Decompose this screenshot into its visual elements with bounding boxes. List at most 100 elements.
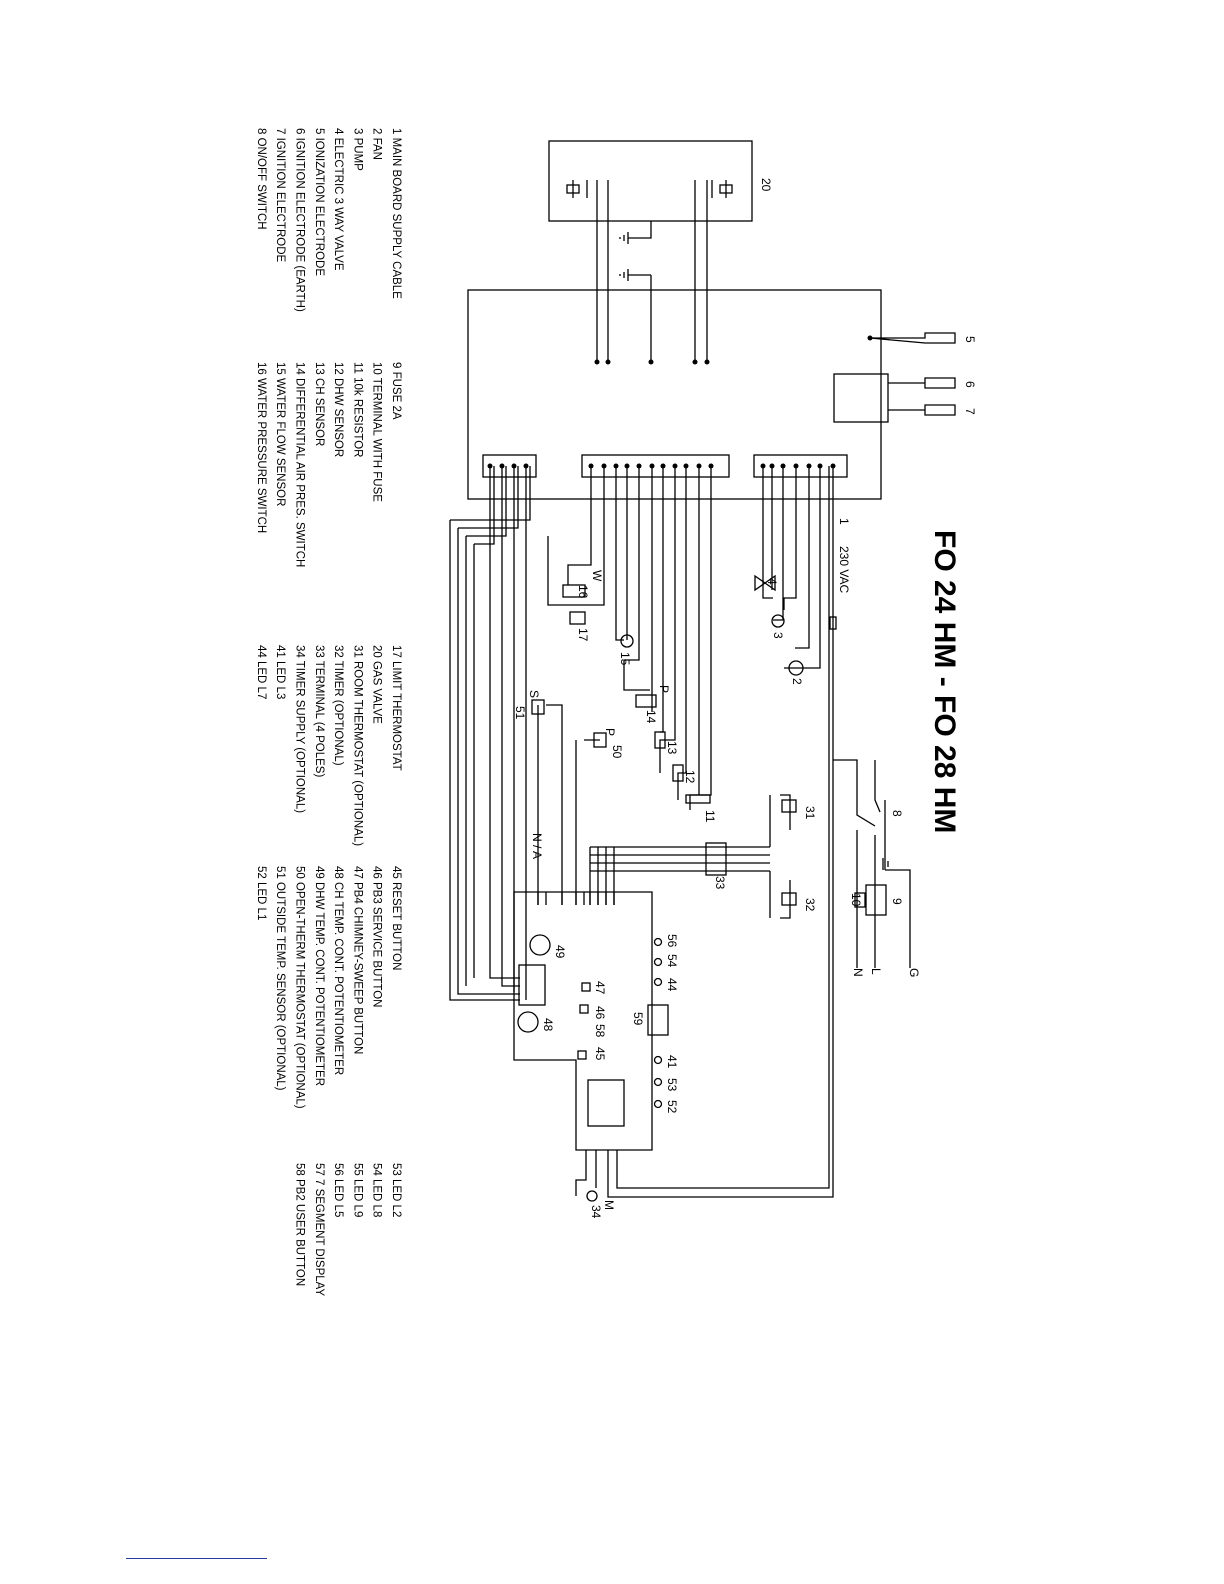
connector-blocks [482,454,848,478]
label-p14: P [657,685,671,693]
label-47: 47 [593,981,607,995]
label-31: 31 [803,806,817,820]
legend-item: 10 TERMINAL WITH FUSE [371,362,383,502]
diagram-title: FO 24 HM - FO 28 HM [928,530,961,833]
label-s51: S [527,690,541,698]
label-17: 17 [576,628,590,642]
legend-item: 53 LED L2 [390,1163,402,1217]
label-10: 10 [849,893,863,907]
legend-item: 52 LED L1 [255,866,267,920]
label-5: 5 [963,336,977,343]
label-w: W [590,570,604,582]
led-indicator [653,957,663,967]
legend-item: 13 CH SENSOR [313,362,325,446]
control-board: 49 48 47 46 58 45 59 56 54 44 41 53 52 M… [513,891,679,1219]
label-53: 53 [665,1078,679,1092]
legend-item: 48 CH TEMP. CONT. POTENTIOMETER [332,866,344,1075]
legend-item: 44 LED L7 [255,645,267,699]
legend-item: 3 PUMP [351,128,363,171]
label-41: 41 [665,1055,679,1069]
legend-item: 15 WATER FLOW SENSOR [274,362,286,506]
led-indicator [653,937,663,947]
legend-item: 32 TIMER (OPTIONAL) [332,645,344,766]
legend-item: 58 PB2 USER BUTTON [294,1163,306,1286]
legend-item: 57 7 SEGMENT DISPLAY [313,1163,325,1296]
label-14: 14 [644,710,658,724]
label-supply: 230 VAC [837,546,851,593]
label-59: 59 [631,1012,645,1026]
led-indicator [653,1055,663,1065]
label-g: G [907,968,921,977]
legend-item: 8 ON/OFF SWITCH [255,128,267,230]
legend-item: 6 IGNITION ELECTRODE (EARTH) [294,128,306,312]
label-1: 1 [837,518,851,525]
legend-item: 45 RESET BUTTON [390,866,402,970]
label-4: 4 [765,578,779,585]
legend-item: 20 GAS VALVE [371,645,383,724]
label-11: 11 [703,810,717,823]
label-7: 7 [963,408,977,415]
led-indicator [653,1077,663,1087]
legend-item: 34 TIMER SUPPLY (OPTIONAL) [294,645,306,813]
label-54: 54 [665,954,679,968]
label-6: 6 [963,381,977,388]
label-50: 50 [610,745,624,759]
components: 1 230 VAC 4 3 2 W 16 17 15 P 14 13 12 11 [513,518,921,977]
label-49: 49 [553,945,567,959]
label-45: 45 [593,1047,607,1061]
label-l: L [869,968,883,975]
legend-item: 17 LIMIT THERMOSTAT [390,645,402,771]
label-58: 58 [593,1024,607,1038]
legend-item: 46 PB3 SERVICE BUTTON [371,866,383,1007]
label-32: 32 [803,898,817,912]
legend-item: 9 FUSE 2A [390,362,402,420]
legend-item: 14 DIFFERENTIAL AIR PRES. SWITCH [294,362,306,567]
label-34: 34 [589,1205,603,1219]
footer-rule [126,1558,267,1559]
label-33: 33 [713,876,727,890]
legend-item: 55 LED L9 [351,1163,363,1217]
label-16: 16 [576,585,590,599]
led-indicator [653,977,663,987]
legend-item: 56 LED L5 [332,1163,344,1217]
label-2: 2 [790,678,804,685]
label-51: 51 [513,706,527,720]
legend-item: 50 OPEN-THERM THERMOSTAT (OPTIONAL) [294,866,306,1109]
legend-item: 47 PB4 CHIMNEY-SWEEP BUTTON [351,866,363,1054]
legend-item: 33 TERMINAL (4 POLES) [313,645,325,777]
label-p50: P [603,728,617,736]
legend-item: 1 MAIN BOARD SUPPLY CABLE [390,128,402,299]
label-3: 3 [771,632,785,639]
legend: 1 MAIN BOARD SUPPLY CABLE 2 FAN 3 PUMP 4 EL… [255,128,402,1296]
label-44: 44 [665,978,679,992]
legend-item: 41 LED L3 [274,645,286,699]
label-n: N [851,968,865,977]
label-13: 13 [665,741,679,755]
label-52: 52 [665,1100,679,1114]
legend-item: 7 IGNITION ELECTRODE [274,128,286,263]
label-na: N / A [530,833,544,859]
legend-item: 12 DHW SENSOR [332,362,344,457]
legend-item: 54 LED L8 [371,1163,383,1217]
label-m: M [602,1200,616,1210]
electrodes: 5 6 7 [833,332,977,423]
legend-item: 31 ROOM THERMOSTAT (OPTIONAL) [351,645,363,846]
label-8: 8 [890,810,904,817]
legend-item: 49 DHW TEMP. CONT. POTENTIOMETER [313,866,325,1086]
legend-item: 2 FAN [371,128,383,160]
legend-item: 51 OUTSIDE TEMP. SENSOR (OPTIONAL) [274,866,286,1091]
legend-item: 16 WATER PRESSURE SWITCH [255,362,267,533]
legend-item: 11 10k RESISTOR [351,362,363,457]
label-20: 20 [759,178,773,192]
label-12: 12 [683,770,697,784]
label-56: 56 [665,934,679,948]
gas-valve: 20 [548,140,773,365]
legend-item: 4 ELECTRIC 3 WAY VALVE [332,128,344,271]
label-46: 46 [593,1006,607,1020]
legend-item: 5 IONIZATION ELECTRODE [313,128,325,276]
label-48: 48 [541,1018,555,1032]
led-indicator [653,1099,663,1109]
label-9: 9 [890,898,904,905]
label-15: 15 [618,652,632,666]
